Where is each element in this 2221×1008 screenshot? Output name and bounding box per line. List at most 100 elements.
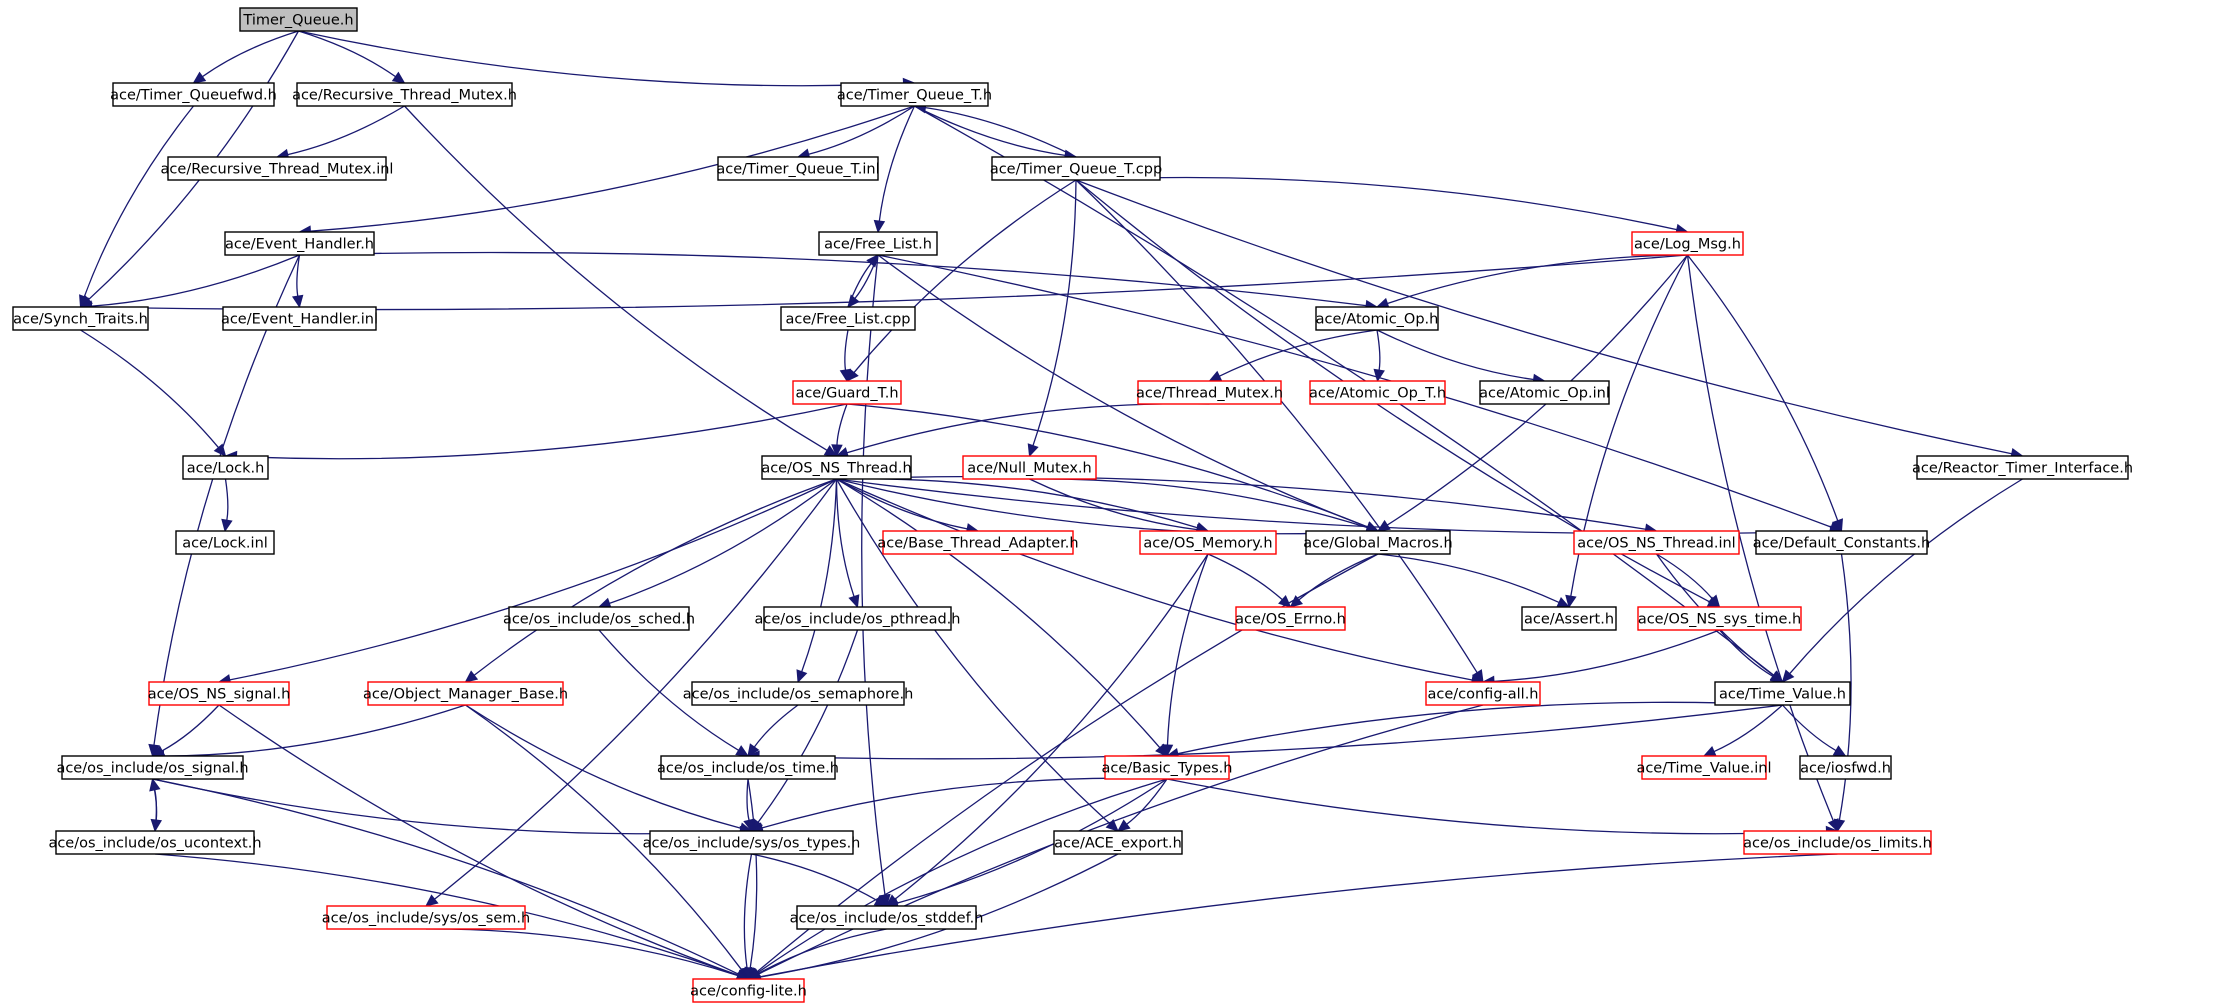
file-node[interactable]: ace/Reactor_Timer_Interface.h [1912, 455, 2133, 480]
file-node[interactable]: ace/os_include/sys/os_sem.h [322, 905, 530, 930]
file-node[interactable]: ace/Recursive_Thread_Mutex.h [292, 82, 517, 107]
edge-n19-to-n36 [836, 478, 1485, 686]
node-box [1637, 606, 1802, 631]
file-node[interactable]: ace/Event_Handler.h [224, 231, 375, 256]
file-node[interactable]: ace/Atomic_Op.h [1315, 306, 1439, 331]
file-node[interactable]: ace/Timer_Queue_T.h [837, 82, 992, 107]
edge-n25-to-n30 [1289, 553, 1379, 608]
file-node[interactable]: ace/Basic_Types.h [1102, 755, 1233, 780]
edge-arrowhead [1832, 745, 1847, 757]
edge-n6-to-n3 [913, 101, 1077, 158]
file-node[interactable]: ace/config-all.h [1425, 681, 1541, 706]
edge-n47-to-n49 [425, 928, 750, 981]
node-label: ace/Object_Manager_Base.h [363, 687, 568, 703]
file-node[interactable]: ace/Free_List.h [818, 231, 938, 256]
file-node[interactable]: ace/Free_List.cpp [780, 306, 916, 331]
file-node[interactable]: ace/Null_Mutex.h [962, 455, 1097, 480]
edge-line [80, 329, 219, 448]
file-node[interactable]: ace/os_include/os_sched.h [503, 606, 695, 631]
file-node[interactable]: ace/OS_NS_Thread.inl [1573, 530, 1740, 555]
node-box [818, 231, 938, 256]
edge-line [609, 478, 837, 604]
edge-line [747, 778, 758, 969]
node-box [1521, 606, 1617, 631]
edge-n40-to-n45 [1117, 778, 1168, 832]
file-node[interactable]: ace/os_include/os_limits.h [1743, 830, 1932, 855]
file-node[interactable]: ace/os_include/os_time.h [657, 755, 839, 780]
edge-line [83, 105, 195, 297]
file-node[interactable]: ace/Time_Value.h [1714, 681, 1851, 706]
edge-arrowhead [1117, 819, 1131, 832]
file-node[interactable]: ace/OS_NS_signal.h [148, 681, 291, 706]
edge-arrowhead [873, 219, 886, 234]
file-node[interactable]: ace/OS_Errno.h [1235, 606, 1346, 631]
edge-line [465, 704, 742, 829]
node-box [1641, 755, 1767, 780]
edge-line [757, 629, 859, 823]
node-box [55, 830, 255, 855]
file-node[interactable]: ace/Recursive_Thread_Mutex.inl [161, 156, 394, 181]
edge-line [404, 105, 828, 451]
edge-line [914, 105, 1775, 676]
edge-arrowhead [221, 518, 233, 533]
file-node[interactable]: ace/OS_NS_sys_time.h [1637, 606, 1802, 631]
edge-n44-to-n48 [751, 853, 888, 907]
edge-arrowhead [831, 444, 843, 458]
file-node[interactable]: ace/Timer_Queue_T.cpp [990, 156, 1162, 181]
file-node[interactable]: ace/os_include/os_signal.h [56, 755, 249, 780]
file-node[interactable]: ace/os_include/os_stddef.h [790, 905, 984, 930]
node-label: ace/Recursive_Thread_Mutex.inl [161, 162, 394, 178]
node-label: ace/OS_NS_Thread.h [761, 461, 911, 477]
file-node[interactable]: ace/Log_Msg.h [1631, 231, 1744, 256]
file-node[interactable]: ace/Guard_T.h [792, 380, 902, 405]
file-node[interactable]: ace/Lock.inl [175, 530, 275, 555]
file-node[interactable]: ace/OS_NS_Thread.h [761, 455, 912, 480]
file-node[interactable]: ace/os_include/sys/os_types.h [643, 830, 861, 855]
node-box [780, 306, 916, 331]
edge-line [1219, 329, 1378, 377]
edge-arrowhead [1832, 518, 1843, 533]
file-node[interactable]: ace/Thread_Mutex.h [1136, 380, 1283, 405]
node-box [148, 681, 290, 706]
node-box [12, 306, 149, 331]
node-box [1235, 606, 1346, 631]
file-node[interactable]: ace/Atomic_Op.inl [1479, 380, 1610, 405]
edge-n19-to-n35 [796, 478, 838, 684]
file-node[interactable]: ace/Object_Manager_Base.h [363, 681, 568, 706]
file-node[interactable]: ace/ACE_export.h [1053, 830, 1183, 855]
file-node[interactable]: ace/os_include/os_semaphore.h [683, 681, 914, 706]
file-node[interactable]: ace/Base_Thread_Adapter.h [877, 530, 1079, 555]
edge-line [836, 478, 1368, 535]
edge-arrowhead [213, 443, 227, 457]
edge-line [743, 853, 753, 969]
node-label: ace/os_include/os_semaphore.h [683, 687, 914, 703]
file-node[interactable]: ace/Assert.h [1521, 606, 1617, 631]
edge-arrowhead [1702, 746, 1717, 757]
file-node[interactable]: ace/Atomic_Op_T.h [1309, 380, 1446, 405]
edge-line [1298, 553, 1379, 601]
file-node[interactable]: ace/os_include/os_pthread.h [755, 606, 961, 631]
node-label: ace/ACE_export.h [1054, 836, 1182, 852]
file-node[interactable]: ace/Time_Value.inl [1636, 755, 1772, 780]
node-label: ace/os_include/sys/os_sem.h [322, 911, 530, 927]
edge-n6-to-n9 [1075, 176, 1689, 236]
file-node[interactable]: ace/Event_Handler.inl [221, 306, 378, 331]
file-node[interactable]: ace/Timer_Queuefwd.h [110, 82, 277, 107]
edge-arrowhead [743, 818, 755, 833]
file-node[interactable]: ace/OS_Memory.h [1139, 530, 1277, 555]
file-node[interactable]: ace/iosfwd.h [1799, 755, 1892, 780]
file-node[interactable]: ace/Global_Macros.h [1303, 530, 1453, 555]
file-node[interactable]: ace/os_include/os_ucontext.h [48, 830, 262, 855]
file-node[interactable]: ace/Default_Constants.h [1753, 530, 1930, 555]
edge-line [218, 704, 739, 976]
file-node[interactable]: ace/Timer_Queue_T.inl [716, 156, 880, 181]
file-node[interactable]: ace/config-lite.h [690, 978, 807, 1003]
edge-line [1032, 179, 1077, 446]
edge-line [224, 478, 229, 521]
edge-line [298, 30, 396, 78]
file-node[interactable]: ace/Lock.h [182, 455, 269, 480]
edge-arrowhead [1565, 594, 1577, 609]
file-node[interactable]: ace/Synch_Traits.h [12, 306, 149, 331]
edge-line [1713, 704, 1783, 753]
edge-line [296, 254, 301, 297]
